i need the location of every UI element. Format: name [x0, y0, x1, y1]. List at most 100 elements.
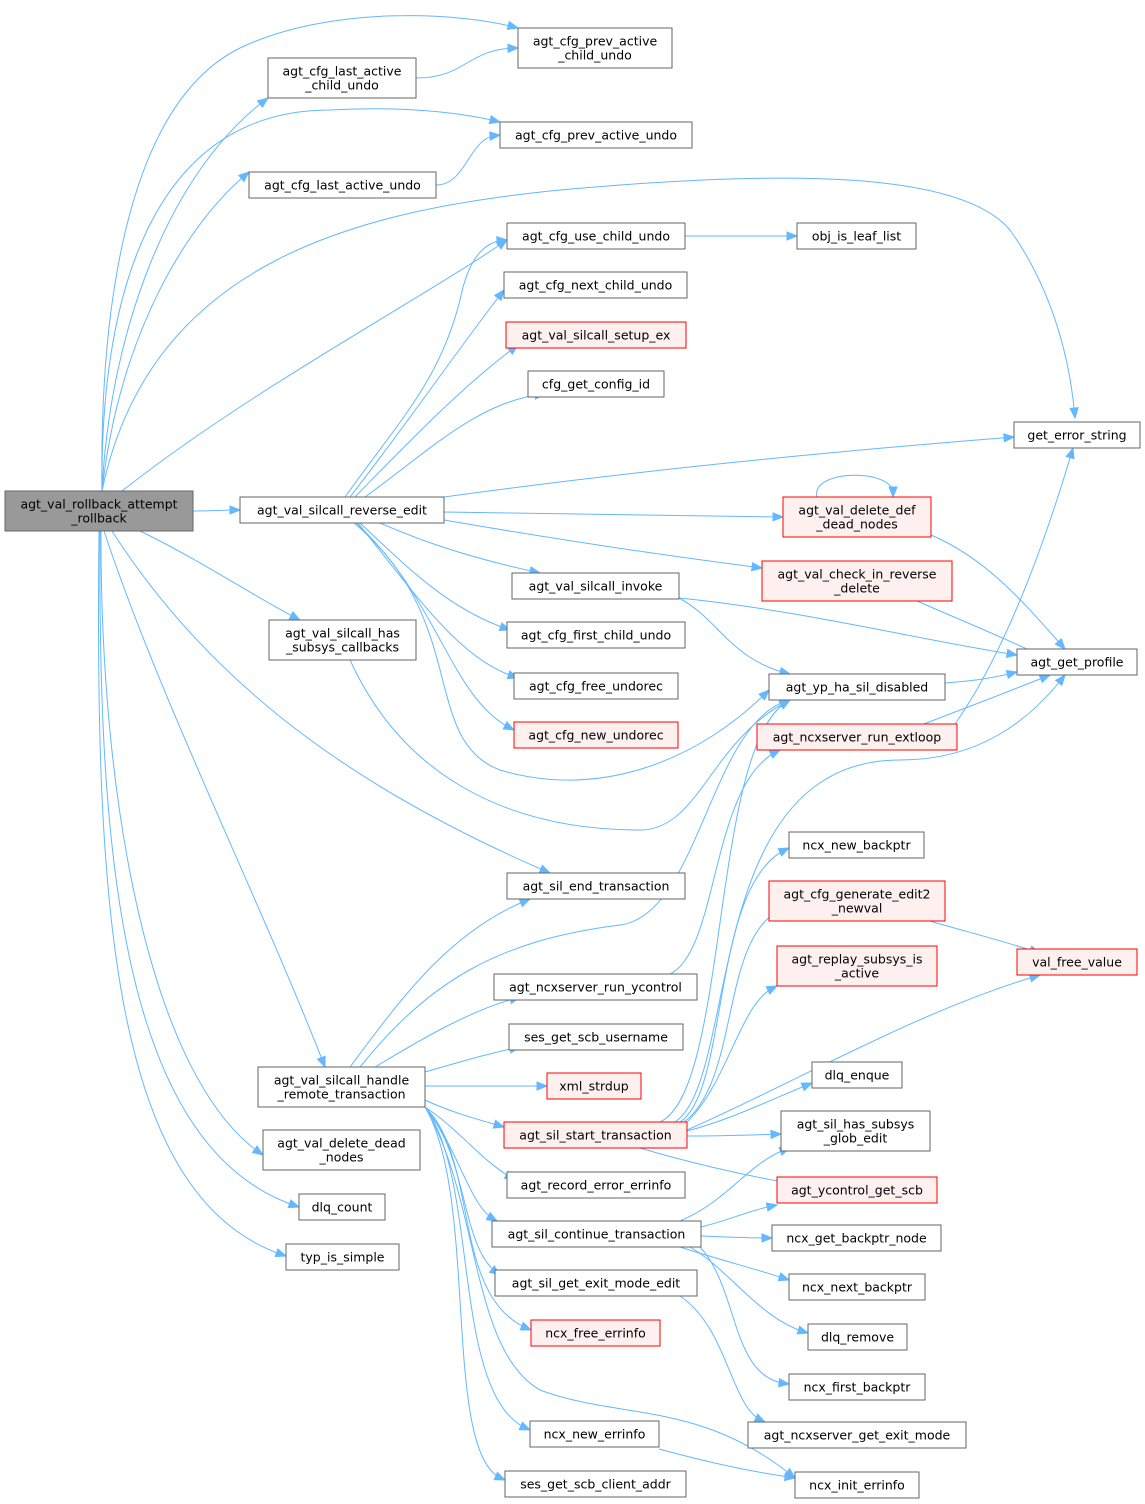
function-node[interactable]: ncx_get_backptr_node	[771, 1224, 942, 1252]
call-edge	[944, 669, 1019, 684]
function-node[interactable]: agt_cfg_generate_edit2_newval	[768, 880, 946, 922]
function-node[interactable]: agt_cfg_free_undorec	[513, 672, 679, 700]
edge-line	[689, 1246, 809, 1334]
edge-line	[686, 1133, 782, 1137]
node-label: agt_sil_end_transaction	[523, 879, 670, 894]
node-label: agt_cfg_last_active_undo	[264, 178, 421, 193]
function-node[interactable]: agt_cfg_prev_active_undo	[499, 121, 693, 149]
function-node[interactable]: agt_val_silcall_setup_ex	[505, 321, 687, 349]
function-node[interactable]: agt_ncxserver_get_exit_mode	[747, 1421, 967, 1449]
function-node[interactable]: xml_strdup	[546, 1072, 642, 1100]
node-label: agt_val_silcall_setup_ex	[522, 328, 671, 343]
edge-line	[99, 530, 300, 1208]
function-node[interactable]: agt_cfg_prev_active_child_undo	[517, 27, 673, 69]
function-node[interactable]: agt_ycontrol_get_scb	[776, 1176, 938, 1204]
edge-line	[678, 597, 791, 675]
arrow-head-icon	[229, 505, 242, 515]
function-node[interactable]: agt_sil_end_transaction	[506, 872, 686, 900]
function-node[interactable]: ses_get_scb_client_addr	[504, 1470, 687, 1498]
function-node[interactable]: dlq_enque	[811, 1061, 903, 1089]
function-node[interactable]: agt_cfg_use_child_undo	[506, 222, 686, 250]
edge-line	[353, 522, 770, 781]
call-edge	[678, 597, 1019, 659]
node-label: ncx_first_backptr	[804, 1380, 912, 1395]
function-node[interactable]: agt_get_profile	[1016, 648, 1138, 676]
node-box	[782, 496, 932, 538]
function-node[interactable]: ncx_new_backptr	[788, 831, 925, 859]
function-node[interactable]: agt_val_silcall_has_subsys_callbacks	[268, 619, 417, 661]
function-node[interactable]: agt_cfg_new_undorec	[513, 721, 679, 749]
node-box	[794, 1471, 920, 1499]
node-label: get_error_string	[1027, 428, 1126, 443]
node-label: dlq_count	[312, 1200, 373, 1215]
function-node[interactable]: agt_sil_has_subsys_glob_edit	[780, 1110, 931, 1152]
node-label: ncx_new_errinfo	[544, 1427, 646, 1442]
edge-line	[97, 530, 287, 1257]
node-box	[768, 673, 946, 701]
node-label: _child_undo	[557, 48, 632, 63]
node-box	[530, 1319, 661, 1347]
node-label: typ_is_simple	[301, 1250, 385, 1265]
node-box	[529, 1420, 660, 1448]
arrow-head-icon	[493, 288, 505, 302]
edge-line	[101, 108, 501, 492]
function-node[interactable]: agt_sil_start_transaction	[503, 1121, 688, 1149]
node-label: agt_val_silcall_invoke	[529, 579, 663, 594]
function-node[interactable]: ncx_free_errinfo	[530, 1319, 661, 1347]
arrow-head-icon	[1054, 673, 1066, 687]
call-edge	[686, 973, 1042, 1131]
edge-line	[424, 1106, 501, 1276]
function-node[interactable]: agt_sil_continue_transaction	[491, 1220, 702, 1248]
node-label: agt_cfg_prev_active_undo	[515, 128, 677, 143]
function-node[interactable]: dlq_count	[298, 1193, 386, 1221]
call-edge	[344, 236, 509, 498]
node-label: agt_sil_start_transaction	[519, 1128, 671, 1143]
arrow-head-icon	[519, 1321, 533, 1331]
function-node[interactable]: typ_is_simple	[285, 1243, 400, 1271]
edge-line	[929, 920, 1041, 954]
edge-line	[121, 239, 508, 492]
function-node[interactable]: agt_sil_get_exit_mode_edit	[494, 1269, 698, 1297]
call-edge	[678, 597, 792, 677]
node-label: agt_cfg_use_child_undo	[522, 229, 670, 244]
node-box	[504, 1470, 687, 1498]
function-node[interactable]: agt_val_delete_dead_nodes	[262, 1129, 421, 1171]
edge-line	[683, 909, 781, 1123]
node-box	[508, 1023, 684, 1051]
call-edge	[424, 1081, 549, 1091]
function-node[interactable]: agt_yp_ha_sil_disabled	[768, 673, 946, 701]
function-node[interactable]: agt_cfg_last_active_child_undo	[267, 57, 417, 99]
function-node[interactable]: agt_cfg_last_active_undo	[248, 171, 437, 199]
function-node[interactable]: agt_val_delete_def_dead_nodes	[782, 496, 932, 538]
function-node[interactable]: agt_cfg_next_child_undo	[503, 271, 688, 299]
function-node[interactable]: ncx_new_errinfo	[529, 1420, 660, 1448]
function-node[interactable]: ncx_init_errinfo	[794, 1471, 920, 1499]
node-label: agt_get_profile	[1030, 655, 1123, 670]
function-node[interactable]: agt_record_error_errinfo	[506, 1171, 686, 1199]
arrow-head-icon	[316, 1055, 326, 1069]
call-edge	[686, 1129, 783, 1140]
function-node[interactable]: val_free_value	[1016, 948, 1138, 976]
node-label: agt_val_silcall_reverse_edit	[257, 503, 427, 518]
function-node[interactable]: agt_val_check_in_reverse_delete	[761, 560, 953, 602]
function-node[interactable]: ncx_first_backptr	[788, 1373, 926, 1401]
function-node[interactable]: agt_val_silcall_invoke	[511, 572, 680, 600]
function-node[interactable]: ses_get_scb_username	[508, 1023, 684, 1051]
function-node[interactable]: agt_val_rollback_attempt_rollback	[4, 490, 194, 532]
function-node[interactable]: dlq_remove	[807, 1323, 908, 1351]
function-node[interactable]: agt_ncxserver_run_extloop	[756, 723, 958, 751]
edge-line	[344, 239, 508, 498]
function-node[interactable]: agt_val_silcall_handle_remote_transactio…	[257, 1066, 426, 1108]
node-label: _remote_transaction	[276, 1087, 405, 1102]
function-node[interactable]: ncx_next_backptr	[788, 1273, 926, 1301]
function-node[interactable]: agt_val_silcall_reverse_edit	[239, 496, 445, 524]
function-node[interactable]: get_error_string	[1013, 421, 1141, 449]
function-node[interactable]: cfg_get_config_id	[527, 370, 665, 398]
edge-line	[669, 749, 781, 975]
arrow-head-icon	[778, 699, 792, 710]
function-node[interactable]: agt_cfg_first_child_undo	[506, 621, 686, 649]
function-node[interactable]: agt_ncxserver_run_ycontrol	[493, 973, 698, 1001]
function-node[interactable]: agt_replay_subsys_is_active	[776, 945, 938, 987]
call-edge	[424, 1106, 507, 1481]
function-node[interactable]: obj_is_leaf_list	[796, 222, 917, 250]
